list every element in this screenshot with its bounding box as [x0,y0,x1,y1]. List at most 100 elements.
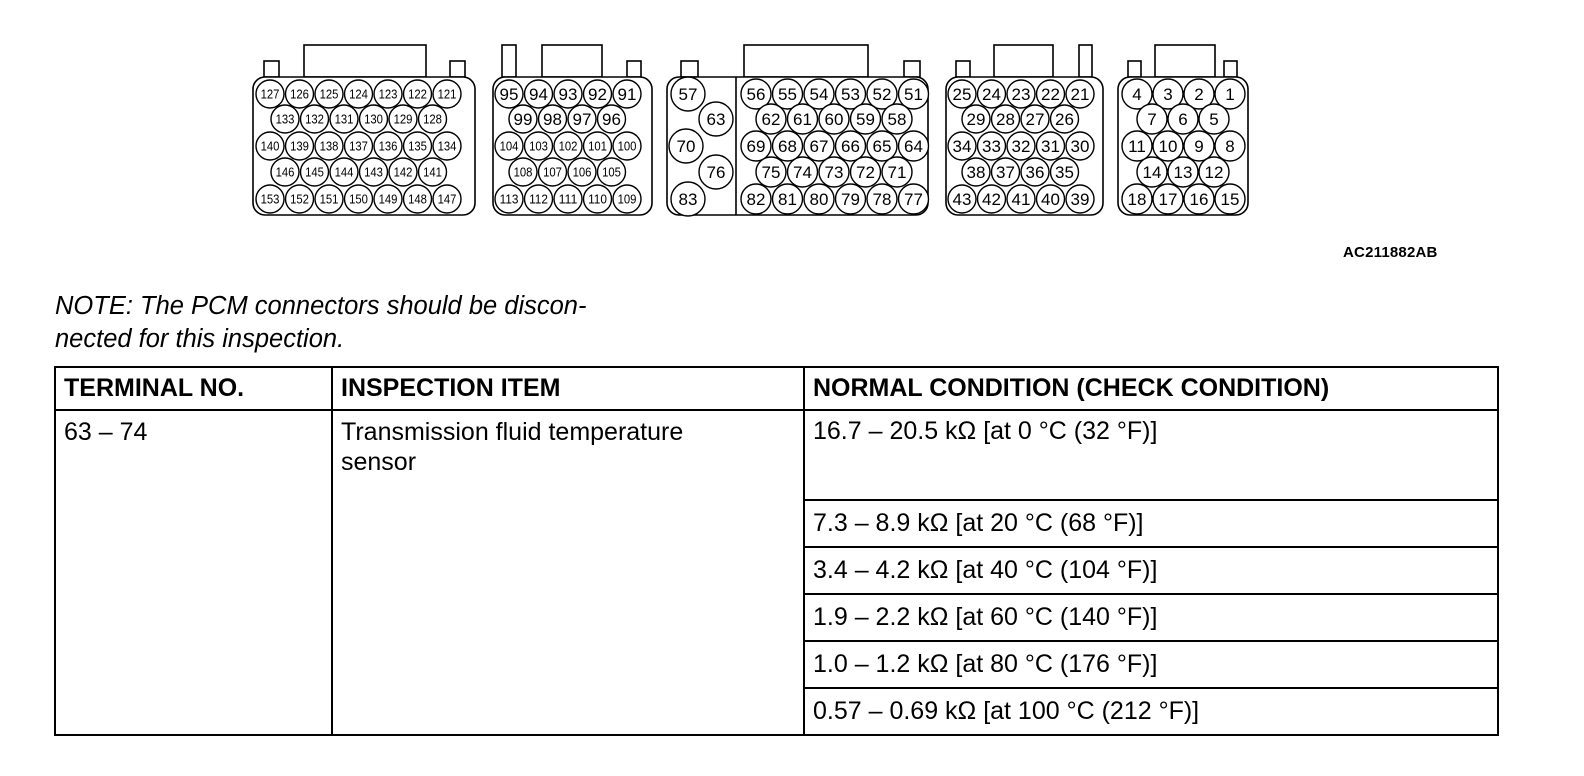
pin-circle [270,157,300,187]
pin-label: 96 [602,110,621,129]
connector-a-latch [303,44,427,78]
pin-label: 40 [1041,190,1060,209]
pin-label: 130 [364,112,383,127]
connector-pin: 153 [255,184,285,214]
connector-pin: 29 [961,104,991,134]
connector-pin: 96 [596,104,627,134]
pin-label: 27 [1026,110,1045,129]
pin-circle [866,183,898,215]
condition-cell: 16.7 – 20.5 kΩ [at 0 °C (32 °F)] [803,409,1499,501]
note-line-1: NOTE: The PCM connectors should be disco… [55,292,587,320]
pin-circle [314,184,344,214]
pin-circle [567,104,597,134]
connector-e-tab-right [1223,60,1238,78]
pin-label: 66 [841,137,860,156]
connector-pin: 150 [343,184,374,214]
pin-circle [494,79,524,109]
pin-label: 111 [559,192,578,207]
pin-label: 148 [408,192,427,207]
inspection-item-cell: Transmission fluid temperature sensor [331,409,805,736]
pin-circle [1198,103,1230,135]
pin-circle [284,131,315,161]
pin-circle [1035,131,1066,161]
connector-pin: 15 [1214,183,1246,215]
pin-circle [508,157,538,187]
pin-label: 75 [762,163,781,182]
pin-label: 74 [793,163,812,182]
connector-pin: 135 [402,131,433,161]
connector-pin: 70 [668,128,704,164]
pin-circle [388,104,418,134]
pin-label: 32 [1012,137,1031,156]
pin-circle [1183,183,1215,215]
connector-pin: 125 [314,79,344,109]
connector-pin: 23 [1006,79,1036,109]
connector-pin: 112 [523,184,554,214]
pin-circle [834,130,867,162]
pin-label: 76 [707,163,726,182]
pin-label: 93 [559,85,578,104]
connector-pin: 5 [1198,103,1230,135]
connector-pin: 22 [1035,79,1066,109]
pin-circle [402,131,433,161]
pin-label: 59 [856,110,875,129]
pin-label: 4 [1132,85,1141,104]
connector-pin: 129 [388,104,418,134]
pin-circle [358,157,389,187]
pin-label: 95 [500,85,519,104]
pin-circle [1049,104,1080,134]
pin-circle [553,79,583,109]
pin-label: 92 [588,85,607,104]
connector-pin: 8 [1214,130,1246,162]
connector-pin: 123 [373,79,403,109]
pin-circle [373,184,403,214]
connector-pin: 92 [582,79,613,109]
connector-pin: 149 [373,184,403,214]
pin-circle [834,78,867,110]
connector-pin: 21 [1065,79,1095,109]
pin-label: 11 [1128,137,1146,156]
pin-label: 72 [856,163,875,182]
pin-circle [803,183,835,215]
pin-circle [299,157,330,187]
connector-pin: 105 [596,157,627,187]
pin-label: 43 [953,190,972,209]
connector-pin: 91 [612,79,642,109]
pin-label: 29 [967,110,986,129]
pin-circle [537,157,568,187]
connector-pin: 4 [1121,78,1153,110]
pin-label: 73 [825,163,844,182]
pin-circle [670,181,706,217]
pin-circle [990,104,1021,134]
connector-pin: 121 [432,79,462,109]
pin-circle [523,131,554,161]
pin-label: 112 [529,192,548,207]
pin-label: 135 [408,139,427,154]
pin-label: 142 [394,165,413,180]
table-header-row: TERMINAL NO. INSPECTION ITEM NORMAL COND… [54,366,1499,411]
pin-circle [284,79,315,109]
pin-label: 137 [349,139,368,154]
pin-circle [612,184,642,214]
connector-pin: 67 [803,130,835,162]
connector-pin: 93 [553,79,583,109]
connector-pin: 61 [786,103,819,135]
pin-circle [897,183,930,215]
connector-pin: 65 [866,130,898,162]
connector-pin: 124 [343,79,374,109]
connector-pin: 56 [740,78,772,110]
pin-label: 3 [1163,85,1172,104]
pin-label: 101 [588,139,607,154]
condition-cell: 7.3 – 8.9 kΩ [at 20 °C (68 °F)] [803,499,1499,548]
pin-label: 127 [261,87,280,102]
connector-pin: 63 [698,101,734,137]
connector-pin: 9 [1183,130,1215,162]
pin-circle [1214,130,1246,162]
connector-e-latch [1154,44,1216,78]
pin-circle [1020,157,1050,187]
connector-pin: 18 [1121,183,1153,215]
pin-circle [343,79,374,109]
pin-circle [947,131,977,161]
pin-label: 1 [1225,85,1234,104]
connector-b-tab-right [626,60,642,78]
